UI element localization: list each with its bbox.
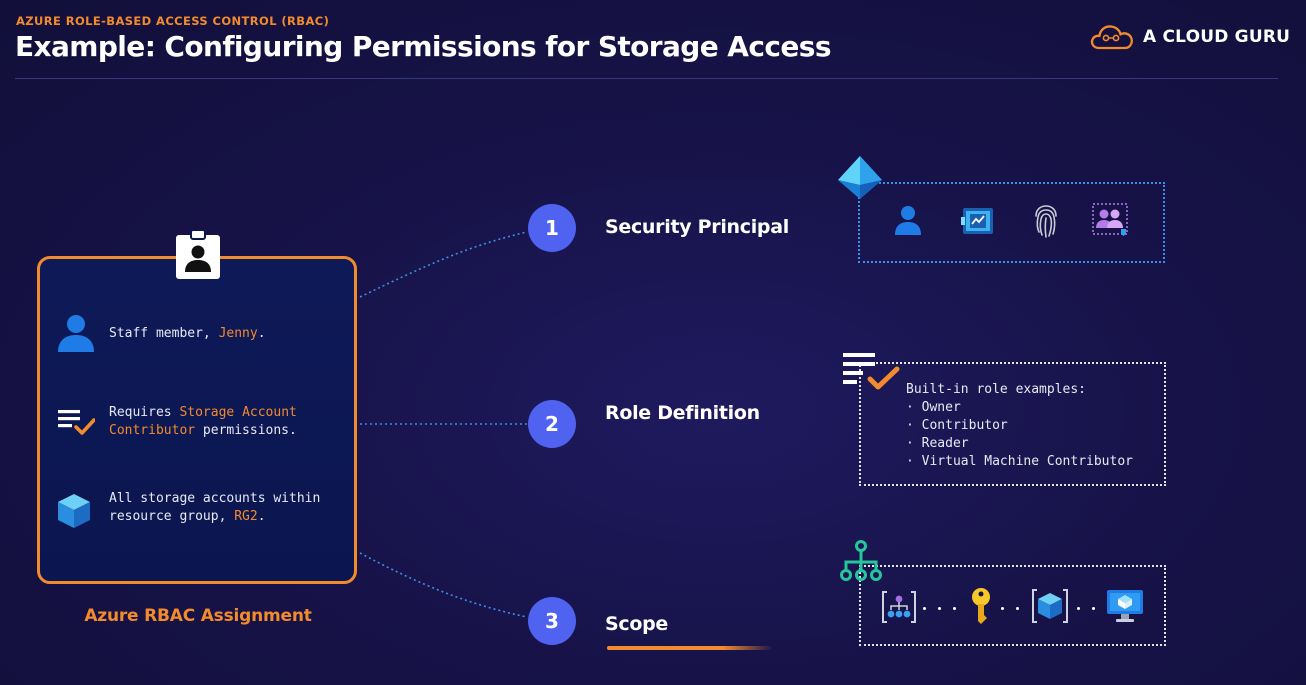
entra-id-pyramid-icon — [838, 156, 882, 199]
section-kicker: AZURE ROLE-BASED ACCESS CONTROL (RBAC) — [16, 14, 330, 28]
assignment-caption: Azure RBAC Assignment — [84, 606, 312, 626]
step-1-number: 1 — [528, 204, 576, 252]
connector-security-principal — [359, 231, 528, 298]
virtual-machine-icon — [1107, 590, 1143, 622]
assignment-highlight: Storage Account Contributor — [109, 405, 297, 438]
cube-icon — [58, 494, 90, 528]
role-examples-heading: Built-in role examples: — [906, 382, 1087, 397]
checklist-icon — [843, 353, 900, 390]
role-definition-panel: Built-in role examples: Owner Contributo… — [859, 362, 1166, 486]
cloud-logo-icon — [1090, 25, 1133, 50]
security-principal-panel — [858, 182, 1165, 263]
id-badge-icon — [176, 230, 220, 279]
step-1-label: Security Principal — [605, 216, 789, 238]
assignment-text: Requires — [109, 405, 180, 420]
header-divider — [15, 78, 1278, 79]
role-example-item: Owner — [906, 399, 1133, 417]
assignment-highlight: Jenny — [218, 326, 258, 341]
assignment-item-principal: Staff member, Jenny. — [57, 312, 266, 354]
slide-title: Example: Configuring Permissions for Sto… — [15, 30, 831, 63]
assignment-text: . — [257, 326, 266, 341]
subscription-key-icon — [972, 588, 990, 624]
brand-name: A CLOUD GURU — [1143, 27, 1291, 47]
role-examples-list: Built-in role examples: Owner Contributo… — [906, 381, 1133, 471]
hierarchy-icon — [840, 540, 882, 581]
brand-logo: A CLOUD GURU — [1090, 24, 1290, 50]
user-icon — [58, 315, 94, 352]
assignment-text: Staff member, — [109, 326, 219, 341]
role-example-item: Contributor — [906, 417, 1133, 435]
assignment-text: permissions. — [195, 423, 297, 438]
role-example-item: Virtual Machine Contributor — [906, 453, 1133, 471]
resource-group-icon — [1032, 589, 1068, 623]
assignment-item-role: Requires Storage Account Contributor per… — [57, 404, 297, 446]
fingerprint-icon — [1035, 205, 1057, 238]
scope-underline — [607, 646, 773, 650]
step-3-number: 3 — [528, 597, 576, 645]
step-2-label: Role Definition — [605, 402, 760, 424]
app-registration-icon — [961, 208, 993, 234]
rbac-assignment-card — [37, 256, 357, 584]
group-icon — [1092, 203, 1128, 236]
role-example-item: Reader — [906, 435, 1133, 453]
assignment-text: All storage accounts within resource gro… — [109, 491, 321, 524]
assignment-text: . — [257, 509, 266, 524]
management-group-icon — [882, 591, 916, 623]
user-icon — [895, 206, 921, 235]
scope-panel — [859, 565, 1166, 646]
assignment-item-scope: All storage accounts within resource gro… — [57, 490, 320, 532]
connector-scope — [359, 552, 528, 618]
checklist-icon — [58, 410, 95, 435]
step-3-label: Scope — [605, 613, 668, 635]
assignment-highlight: RG2 — [234, 509, 258, 524]
step-2-number: 2 — [528, 400, 576, 448]
